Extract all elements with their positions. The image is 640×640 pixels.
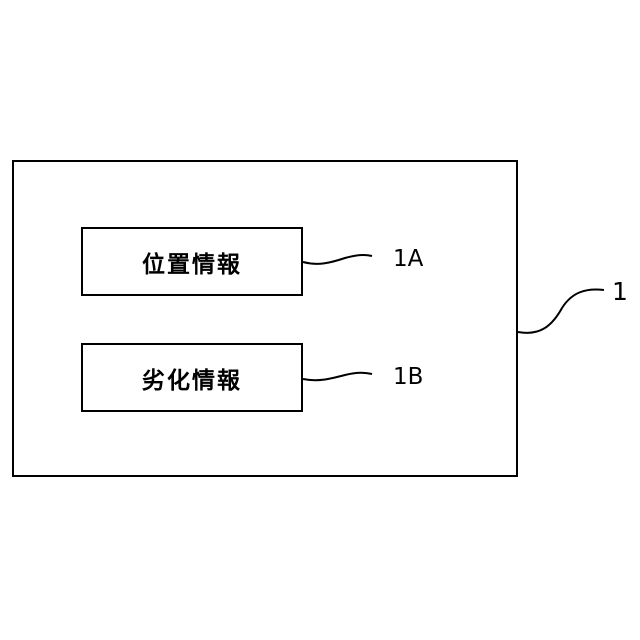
degradation-info-label: 劣化情報 xyxy=(142,361,242,395)
degradation-info-box: 劣化情報 xyxy=(81,343,303,412)
leader-line-1 xyxy=(518,290,604,333)
ref-label-1b: 1B xyxy=(393,366,423,389)
position-info-label: 位置情報 xyxy=(142,245,242,279)
device-outer-box xyxy=(12,160,518,477)
position-info-box: 位置情報 xyxy=(81,227,303,296)
ref-label-1a: 1A xyxy=(393,248,423,271)
ref-label-1: 1 xyxy=(612,279,628,304)
